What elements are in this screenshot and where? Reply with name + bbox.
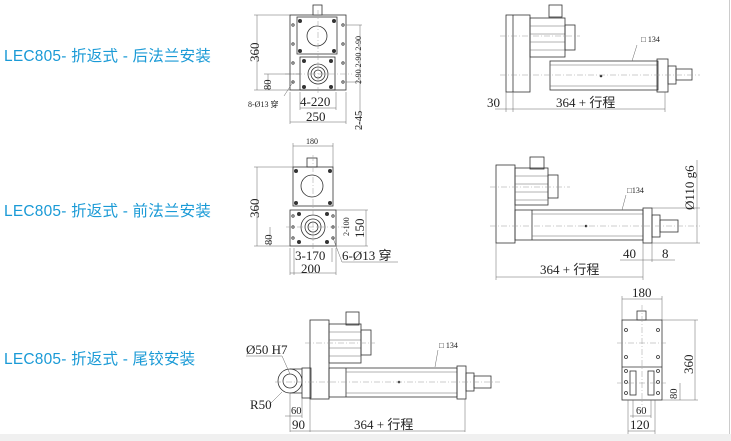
dim-tube: □ 134 [439, 341, 458, 350]
bottom-strip [0, 434, 731, 441]
dim-holes: 8-Ø13 穿 [248, 99, 278, 109]
dim-pitch: 3-170 [295, 248, 325, 263]
dim-eye-offset: 60 [291, 406, 302, 417]
dim-height: 360 [247, 43, 262, 63]
dim-height: 360 [681, 355, 696, 375]
dim-offset: 30 [487, 95, 500, 110]
dim-side-offset: 2-45 [354, 111, 365, 130]
dim-offset: 80 [264, 235, 275, 246]
dim-base-width: 120 [630, 417, 650, 432]
dim-length: 364 + 行程 [354, 417, 413, 432]
dim-top-width: 180 [306, 137, 318, 146]
dim-flange-height: 150 [352, 219, 367, 239]
dim-offset: 80 [263, 80, 274, 91]
rear-clevis-side-view: Ø50 H7 R50 60 90 364 + 行程 □ 134 [246, 311, 500, 432]
dim-tube: □ 134 [641, 35, 660, 44]
dim-holes: 6-Ø13 穿 [342, 248, 391, 263]
dim-height: 360 [247, 199, 262, 219]
front-flange-front-view: 180 360 80 2-100 150 3-170 6-Ø13 穿 200 [247, 137, 398, 276]
dim-length: 364 + 行程 [540, 262, 599, 277]
dim-flange-offset: 40 [623, 246, 636, 261]
section-title-rear-clevis: LEC805- 折返式 - 尾铰安装 [4, 351, 196, 368]
front-flange-side-view: □134 Ø110 g6 40 8 364 + 行程 [490, 156, 700, 280]
right-border [729, 0, 730, 434]
dim-width: 200 [301, 261, 321, 276]
rear-clevis-end-view: 180 360 80 60 120 [617, 285, 698, 434]
dim-side-pitch: 2-100 [342, 217, 351, 236]
dim-bore: Ø50 H7 [246, 342, 288, 357]
dim-width: 250 [306, 109, 326, 124]
dim-tube: □134 [627, 186, 644, 195]
dim-flange-thickness: 8 [662, 246, 669, 261]
section-title-rear-flange: LEC805- 折返式 - 后法兰安装 [4, 48, 212, 65]
dim-diameter: Ø110 g6 [682, 165, 697, 210]
section-title-front-flange: LEC805- 折返式 - 前法兰安装 [4, 203, 212, 220]
dim-pitch: 4-220 [300, 94, 330, 109]
dim-offset: 90 [292, 417, 305, 432]
dim-slot-pitch: 60 [636, 406, 647, 417]
dim-length: 364 + 行程 [556, 95, 615, 110]
rear-flange-front-view: 360 80 8-Ø13 穿 4-220 250 2-90 2-90 2-90 … [247, 4, 365, 130]
dim-width: 180 [632, 285, 652, 300]
dim-radius: R50 [250, 397, 272, 412]
dim-side-pitch: 2-90 2-90 2-90 [354, 36, 363, 84]
rear-flange-side-view: 30 364 + 行程 □ 134 [487, 4, 700, 112]
dim-offset: 80 [669, 389, 680, 400]
